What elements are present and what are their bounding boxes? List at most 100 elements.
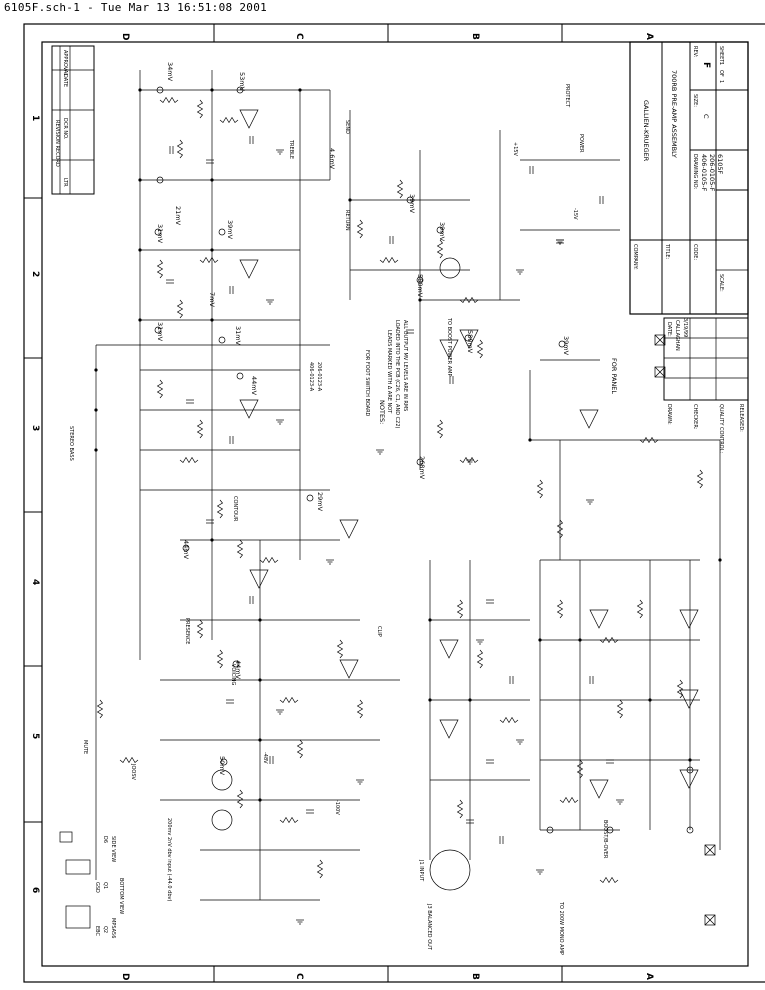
level-marker: 268mV [418,456,426,480]
junction-dot [210,248,214,252]
level-markers: 34mV 53mV 21mV 4.6mV 31mV 39mV 7mV 31mV … [156,62,578,815]
resistor [356,219,364,239]
zone-col-label: D [120,33,130,40]
zone-col-label: C [294,33,304,40]
drawn-date: 3/19/99 [682,318,688,337]
resistor [196,619,204,639]
resistor [216,499,224,519]
return-label: RETURN [344,210,350,231]
jack-j3-label: J3 BALANCED OUT [426,903,432,951]
resistor [259,556,279,564]
zone-row-label: 2 [30,271,40,277]
resistor [676,679,684,699]
resistor [199,256,219,264]
zone-ticks [24,24,563,982]
mount-marker [654,366,666,378]
sheet-total: 1 [718,80,724,83]
zone-row-label: 4 [30,579,40,585]
op-amp [239,259,259,279]
test-point [464,334,472,342]
title-block: GALLIEN-KRUEGER 700RB PRE-AMP ASSEMBLY C… [629,41,749,315]
level-marker: 50mV [218,756,226,776]
zone-row-label: 6 [30,887,40,893]
checker-label: CHECKER: [692,404,698,430]
resistor [119,756,139,764]
op-amp [459,329,479,349]
sheet-label: SHEET: [718,46,724,64]
junction-dot [258,678,262,682]
test-point [558,340,566,348]
test-point [306,494,314,502]
clip-label: CLIP [376,626,382,637]
level-marker: 21mV [174,206,182,226]
notes-line-1: LEADS MARKED WITH Δ ARE NOT [386,330,392,414]
resistor [336,639,344,659]
test-point [154,228,162,236]
junction-dot [258,618,262,622]
level-marker: -15V [572,208,578,220]
resistor [436,239,444,259]
test-point [182,544,190,552]
scale-label: SCALE: [718,274,724,292]
input-note-label: 200mv 2nV dbv input (-44.0 dbv) [166,818,172,901]
junction-dot [648,698,652,702]
notes-block: NOTES: LEADS MARKED WITH Δ ARE NOT LOADE… [308,320,408,428]
rev-approval-label: APPROVAL [62,50,68,76]
junction-dot [258,798,262,802]
resistor [599,636,619,644]
op-amp [249,569,269,589]
junction-dot [258,738,262,742]
resistor [219,116,239,124]
resistor [236,539,244,559]
op-amp [339,519,359,539]
resistor [96,699,104,719]
notes-heading: NOTES: [378,400,386,424]
test-point [416,276,424,284]
op-amp [679,609,699,629]
part-outline [65,905,91,929]
mount-marker [704,844,716,856]
resistor [436,419,444,439]
level-marker: -48V [262,752,268,764]
junction-dot [210,538,214,542]
title-label: TITLE: [664,243,670,260]
junction-dot [94,448,98,452]
zone-row-label: 1 [30,115,40,121]
revision-record-block: REVISION RECORD APPROVAL DATE DCR NO. LT… [51,45,95,195]
op-amp [589,609,609,629]
resistor [176,139,184,159]
drawing-no-label: DRAWING NO: [692,154,698,189]
test-point [218,336,226,344]
qc-label: QUALITY CONTROL: [718,404,724,453]
junction-dot [138,318,142,322]
resistor [379,256,399,264]
resistor [616,699,624,719]
resistor [476,339,484,359]
level-marker: 580mV [466,330,474,354]
level-marker: 31mV [156,224,164,244]
op-amp [239,109,259,129]
size-label: SIZE: [692,94,698,107]
mount-marker [654,334,666,346]
resistor [356,699,364,719]
footswitch-part-a: 406-0123-A [308,362,314,392]
op-amp [239,399,259,419]
junction-dot [138,248,142,252]
gsd-label: GSD [94,882,100,893]
level-marker: -100V [334,800,340,815]
part-outline [65,859,91,875]
notes-line-2: LOADED INTO THE PCB (C26, C1, AND C22) [394,320,400,428]
zone-col-label: B [470,33,480,40]
misc-labels: TO BOOST POWER AMP MUTE JOOSV SIDE VIEW … [68,84,608,955]
zone-col-label: A [644,33,654,40]
zone-letters-bottom: D C B A [120,973,654,980]
zone-col-label: A [644,973,654,980]
sheet-of-label: OF [718,70,724,77]
junction-dot [578,638,582,642]
sheet-border [41,41,749,967]
test-point [156,176,164,184]
resistor [576,759,584,779]
to-200w-label: TO 200W MONO AMP [558,901,564,955]
junction-dot [298,88,302,92]
sheet-number: 1 [718,62,724,65]
